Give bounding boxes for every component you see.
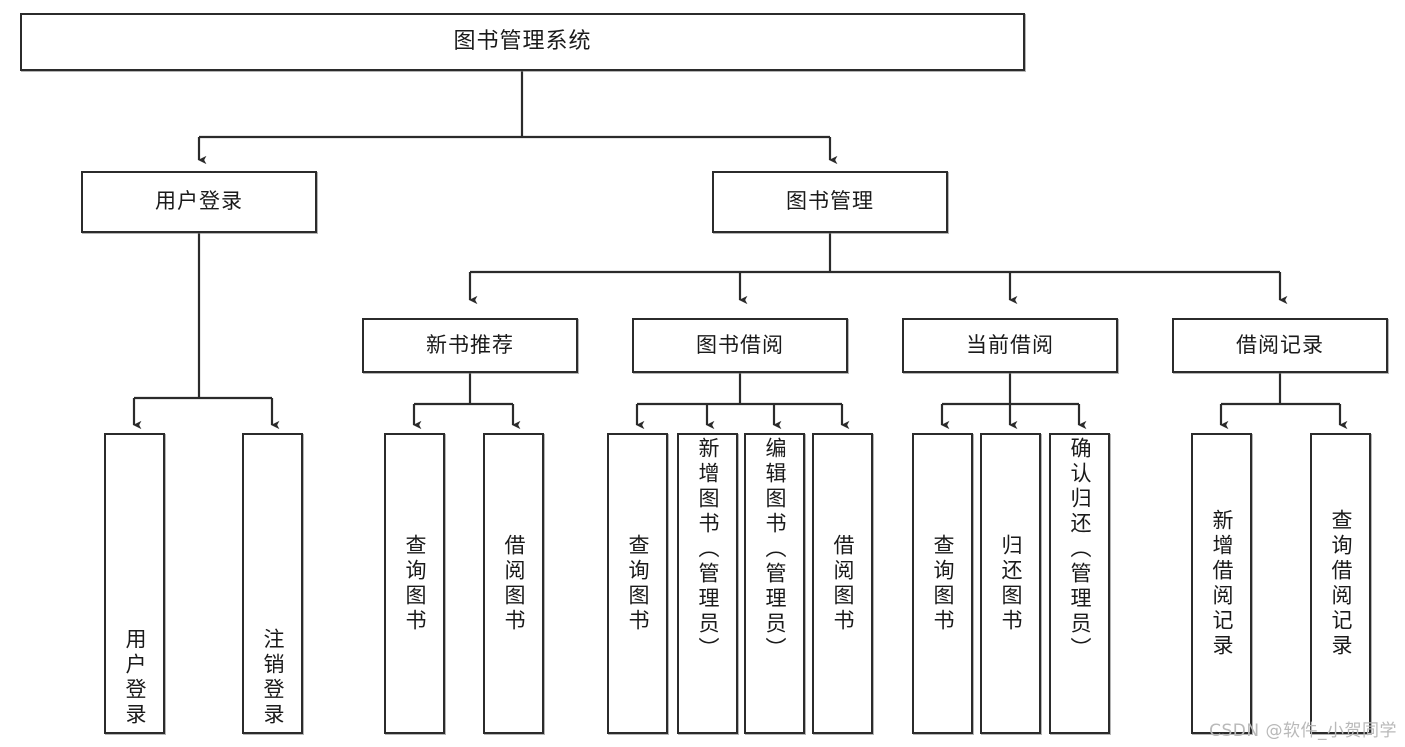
node-label: 新书推荐: [426, 332, 514, 357]
node-label: 用户登录: [123, 628, 147, 728]
leaf-query-borrow-record[interactable]: 查询借阅记录: [1310, 433, 1371, 734]
leaf-confirm-return-admin[interactable]: 确认归还（管理员）: [1049, 433, 1110, 734]
node-label: 确认归还（管理员）: [1068, 437, 1092, 662]
leaf-borrow-book-recommend[interactable]: 借阅图书: [483, 433, 544, 734]
leaf-borrow-book[interactable]: 借阅图书: [812, 433, 873, 734]
node-label: 归还图书: [999, 533, 1023, 634]
leaf-add-borrow-record[interactable]: 新增借阅记录: [1191, 433, 1252, 734]
leaf-query-book-current[interactable]: 查询图书: [912, 433, 973, 734]
leaf-query-book-borrow[interactable]: 查询图书: [607, 433, 668, 734]
leaf-query-book-recommend[interactable]: 查询图书: [384, 433, 445, 734]
watermark-text: CSDN @软件_小贺同学: [1209, 721, 1397, 741]
node-label: 查询借阅记录: [1329, 508, 1353, 659]
node-label: 查询图书: [626, 533, 650, 634]
node-root-system[interactable]: 图书管理系统: [20, 13, 1025, 71]
node-label: 注销登录: [261, 628, 285, 728]
node-label: 查询图书: [931, 533, 955, 634]
leaf-return-book[interactable]: 归还图书: [980, 433, 1041, 734]
node-label: 借阅图书: [502, 533, 526, 634]
node-new-book-recommend[interactable]: 新书推荐: [362, 318, 578, 373]
node-label: 图书借阅: [696, 332, 784, 357]
node-current-borrow[interactable]: 当前借阅: [902, 318, 1118, 373]
node-label: 借阅图书: [831, 533, 855, 634]
node-label: 查询图书: [403, 533, 427, 634]
node-label: 用户登录: [155, 189, 243, 214]
node-user-login[interactable]: 用户登录: [81, 171, 317, 233]
leaf-add-book-admin[interactable]: 新增图书（管理员）: [677, 433, 738, 734]
node-label: 图书管理系统: [453, 28, 592, 54]
node-label: 当前借阅: [966, 332, 1054, 357]
node-label: 借阅记录: [1236, 332, 1324, 357]
leaf-logout-login[interactable]: 注销登录: [242, 433, 303, 734]
node-label: 编辑图书（管理员）: [763, 437, 787, 662]
leaf-edit-book-admin[interactable]: 编辑图书（管理员）: [744, 433, 805, 734]
node-book-borrow[interactable]: 图书借阅: [632, 318, 848, 373]
leaf-user-login[interactable]: 用户登录: [104, 433, 165, 734]
node-book-management[interactable]: 图书管理: [712, 171, 948, 233]
node-label: 图书管理: [786, 189, 874, 214]
node-label: 新增图书（管理员）: [696, 437, 720, 662]
node-borrow-record[interactable]: 借阅记录: [1172, 318, 1388, 373]
node-label: 新增借阅记录: [1210, 508, 1234, 659]
